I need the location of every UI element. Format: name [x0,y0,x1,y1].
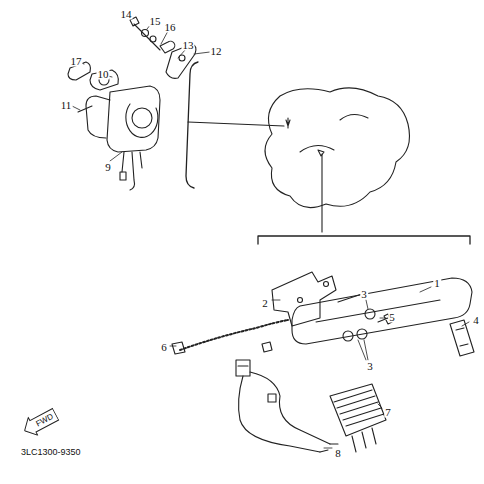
callout-number: 8 [334,448,342,459]
wire-cable [180,320,288,350]
callout-number: 9 [104,162,112,173]
callout-number: 3 [360,289,368,300]
main-switch-assembly [68,17,284,190]
callout-number: 3 [366,361,374,372]
drawing-code: 3LC1300-9350 [20,448,82,457]
callout-number: 16 [164,22,177,33]
callout-number: 11 [60,100,73,111]
callout-number: 7 [384,407,392,418]
callout-number: 15 [149,16,162,27]
arrow-shape [20,405,60,439]
callout-number: 17 [70,56,83,67]
leader-lines [72,17,469,448]
callout-number: 12 [210,46,223,57]
callout-number: 14 [120,9,133,20]
callout-number: 13 [182,40,195,51]
regulator-unit [330,384,386,452]
wire-connectors [172,342,338,452]
callout-number: 10 [97,69,110,80]
relay-group [272,272,474,356]
motorcycle-outline [258,88,470,244]
callout-number: 5 [388,312,396,323]
callout-number: 4 [472,315,480,326]
callout-number: 1 [433,278,441,289]
direction-arrow: FWD [19,405,61,441]
callout-number: 2 [261,298,269,309]
callout-number: 6 [160,342,168,353]
